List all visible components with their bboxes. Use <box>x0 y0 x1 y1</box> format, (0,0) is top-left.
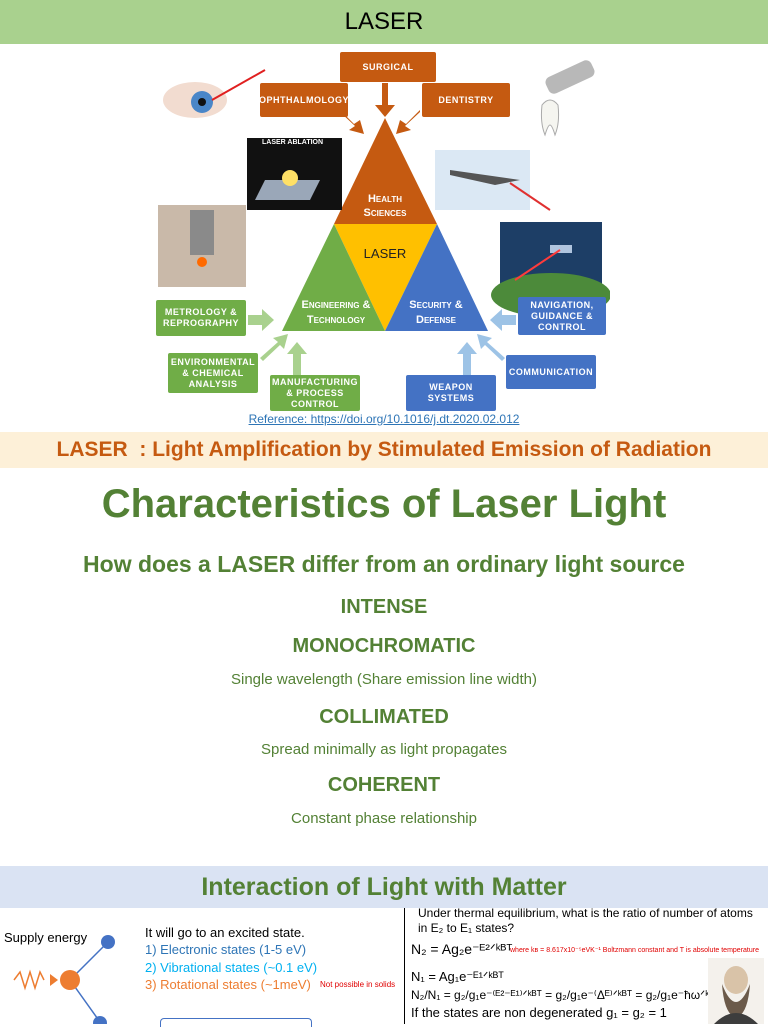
box-metrology: Metrology & Reprography <box>156 300 246 336</box>
desc-coherent: Constant phase relationship <box>291 810 477 827</box>
char-coherent: COHERENT <box>327 774 441 796</box>
lower-state-dot <box>93 1016 107 1024</box>
triangle-security <box>385 224 488 331</box>
box-manufacturing: Manufacturing & Process Control <box>270 375 360 411</box>
eye-laser-beam <box>211 69 266 101</box>
characteristics-title: Characteristics of Laser Light <box>101 482 667 526</box>
satellite-laser-link <box>514 249 561 281</box>
column-divider <box>404 908 405 1024</box>
box-dentistry: Dentistry <box>422 83 510 117</box>
arrow-dentistry <box>396 110 420 134</box>
state-rotational: 3) Rotational states (~1meV) <box>145 977 311 992</box>
drone-body <box>450 170 520 185</box>
triangle-engineering <box>282 224 385 331</box>
tooth-picture <box>540 99 560 137</box>
char-monochromatic: MONOCHROMATIC <box>292 635 476 657</box>
photon-wave <box>13 969 45 991</box>
excited-state-text: It will go to an excited state. <box>145 925 305 940</box>
page-title: LASER <box>344 8 424 35</box>
health-sciences-label: Health Sciences <box>363 193 407 219</box>
arrow-surgical <box>375 83 395 117</box>
state-vibrational: 2) Vibrational states (~0.1 eV) <box>145 960 318 975</box>
interaction-banner: Interaction of Light with Matter <box>0 866 768 908</box>
portrait-face <box>724 966 748 994</box>
box-navigation: Navigation, Guidance & Control <box>518 297 606 335</box>
portrait-coat <box>714 1013 758 1024</box>
atom-dot <box>60 970 80 990</box>
excitation-graphic <box>13 935 115 1024</box>
box-ophthalmology: Ophthalmology <box>259 83 349 117</box>
photon-arrowhead <box>50 974 58 986</box>
dental-tool-picture <box>545 60 595 94</box>
characteristics-subtitle: How does a LASER differ from an ordinary… <box>83 551 685 577</box>
supply-energy-label: Supply energy <box>4 930 88 945</box>
state-electronic: 1) Electronic states (1-5 eV) <box>145 942 307 957</box>
equilibrium-question: Under thermal equilibrium, what is the r… <box>418 906 753 935</box>
interaction-title: Interaction of Light with Matter <box>201 872 567 901</box>
title-banner: LASER <box>0 0 768 44</box>
degeneracy-note: If the states are non degenerated g₁ = g… <box>411 1005 667 1020</box>
desc-collimated: Spread minimally as light propagates <box>261 741 507 758</box>
laser-applications-diagram: Surgical Ophthalmology Dentistry LASER A… <box>150 50 610 411</box>
box-communication: Communication <box>506 355 596 389</box>
box-environmental: Environmental & Chemical Analysis <box>168 353 258 393</box>
diagram-graphics <box>158 60 610 375</box>
arrow-navigation <box>490 309 516 331</box>
acronym-text: LASER : Light Amplification by Stimulate… <box>56 438 712 461</box>
excited-state-dot <box>101 935 115 949</box>
laser-center-label: LASER <box>363 246 407 261</box>
char-intense: INTENSE <box>340 596 428 618</box>
arrow-communication <box>477 334 505 361</box>
equation-n1: N₁ = Ag₁e⁻ᴱ¹ᐟᵏᴮᵀ <box>411 969 504 984</box>
security-label: Security & Defense <box>409 299 463 326</box>
box-surgical: Surgical <box>340 52 436 82</box>
acronym-banner: LASER : Light Amplification by Stimulate… <box>0 432 768 468</box>
arrow-metrology <box>248 309 274 331</box>
boltzmann-portrait <box>708 958 764 1024</box>
equation-n2: N₂ = Ag₂e⁻ᴱ²ᐟᵏᴮᵀ <box>411 941 513 957</box>
desc-monochromatic: Single wavelength (Share emission line w… <box>231 671 537 688</box>
portrait-beard <box>722 984 750 1018</box>
ablation-spark <box>282 170 298 186</box>
drone-laser-beam <box>509 182 551 211</box>
triangle-laser-center <box>334 224 437 331</box>
equation-ratio: N₂/N₁ = g₂/g₁e⁻⁽ᴱ²⁻ᴱ¹⁾ᐟᵏᴮᵀ = g₂/g₁e⁻⁽Δᴱ⁾… <box>411 988 711 1002</box>
engineering-label: Engineering & Technology <box>301 299 371 326</box>
not-possible-note: Not possible in solids <box>320 980 396 989</box>
ablation-block <box>255 180 320 200</box>
arrow-environmental <box>260 334 288 361</box>
eye-pupil <box>198 98 206 106</box>
bracket-shape <box>160 1018 312 1027</box>
boltzmann-note: where kʙ = 8.617x10⁻⁵eVK⁻¹ Boltzmann con… <box>510 947 759 954</box>
triangle-health <box>334 118 437 224</box>
reference-link[interactable]: Reference: https://doi.org/10.1016/j.dt.… <box>248 412 520 426</box>
char-collimated: COLLIMATED <box>319 706 449 728</box>
cutting-head <box>190 210 214 255</box>
cutting-spark <box>197 257 207 267</box>
satellite-body <box>550 245 572 253</box>
arrow-manufacturing <box>287 342 307 375</box>
box-weapon-systems: Weapon Systems <box>406 375 496 411</box>
arrow-weapon <box>457 342 477 375</box>
photo-caption: LASER ABLATION <box>262 139 324 146</box>
